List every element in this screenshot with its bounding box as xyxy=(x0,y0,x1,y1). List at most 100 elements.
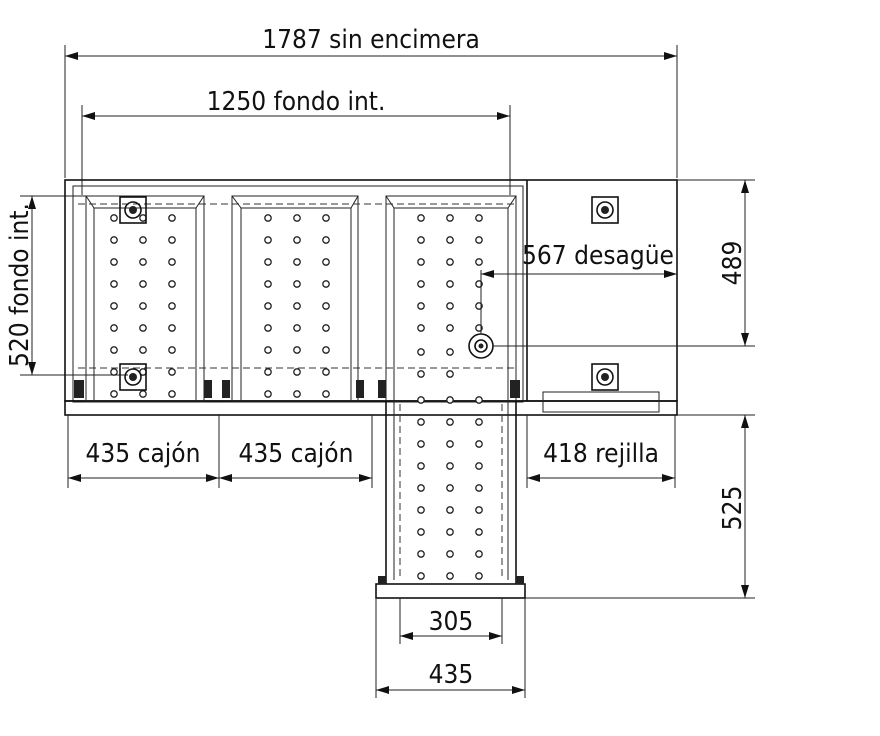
perforation-hole xyxy=(417,370,425,378)
perforation-hole xyxy=(446,370,454,378)
perforation-hole xyxy=(446,440,454,448)
perforation-hole xyxy=(322,302,330,310)
perforation-hole xyxy=(417,348,425,356)
fixture-top-left xyxy=(119,196,147,224)
perforation-hole xyxy=(293,390,301,398)
drawer-1 xyxy=(74,195,212,403)
perforation-hole xyxy=(475,440,483,448)
perforation-hole xyxy=(168,280,176,288)
perforation-hole xyxy=(264,368,272,376)
perforation-hole xyxy=(417,324,425,332)
fixture-bottom-left xyxy=(119,363,147,391)
perforation-hole xyxy=(475,236,483,244)
dimension-drawers: 435 cajón 435 cajón xyxy=(67,415,373,488)
dimension-right-height: 489 xyxy=(493,179,755,347)
perforation-hole xyxy=(322,214,330,222)
perforation-hole xyxy=(322,280,330,288)
perforation-hole xyxy=(475,214,483,222)
perforation-hole xyxy=(446,396,454,404)
perforation-hole xyxy=(322,258,330,266)
label-drain: 567 desagüe xyxy=(522,241,674,271)
dimension-inner-depth-top: 1250 fondo int. xyxy=(81,87,511,195)
perforation-hole xyxy=(322,368,330,376)
dimension-outer-width-ext: 435 xyxy=(375,598,526,698)
perforation-hole xyxy=(293,368,301,376)
perforation-hole xyxy=(168,214,176,222)
perforation-hole xyxy=(417,280,425,288)
perforation-hole xyxy=(293,280,301,288)
perforation-hole xyxy=(139,302,147,310)
dimension-inner-width-ext: 305 xyxy=(399,598,503,644)
dimension-extension-height: 525 xyxy=(525,414,755,599)
perforation-hole xyxy=(475,258,483,266)
perforation-hole xyxy=(475,396,483,404)
perforation-hole xyxy=(417,418,425,426)
main-cabinet xyxy=(64,179,678,416)
dimension-grille: 418 rejilla xyxy=(526,415,676,488)
perforation-hole xyxy=(264,302,272,310)
perforation-hole xyxy=(264,214,272,222)
perforation-hole xyxy=(139,236,147,244)
perforation-hole xyxy=(475,572,483,580)
label-total-width: 1787 sin encimera xyxy=(262,25,480,55)
perforation-hole xyxy=(139,346,147,354)
label-inner-width-ext: 305 xyxy=(429,607,474,637)
label-drawer-1: 435 cajón xyxy=(86,439,201,469)
perforation-hole xyxy=(417,462,425,470)
label-inner-depth-top: 1250 fondo int. xyxy=(207,87,386,117)
perforation-hole xyxy=(293,346,301,354)
extension-body xyxy=(375,401,526,599)
perforation-hole xyxy=(475,506,483,514)
perforation-hole xyxy=(264,236,272,244)
perforation-hole xyxy=(293,236,301,244)
perforation-hole xyxy=(446,484,454,492)
perforation-hole xyxy=(446,418,454,426)
perforation-hole xyxy=(110,324,118,332)
perforation-hole xyxy=(446,528,454,536)
perforation-hole xyxy=(446,462,454,470)
drain-icon xyxy=(468,333,494,359)
perforation-hole xyxy=(475,418,483,426)
perforation-hole xyxy=(446,302,454,310)
perforation-hole xyxy=(446,348,454,356)
perforation-hole xyxy=(110,258,118,266)
perforation-hole xyxy=(139,258,147,266)
perforation-hole xyxy=(446,324,454,332)
perforation-hole xyxy=(139,280,147,288)
perforation-hole xyxy=(168,390,176,398)
perforation-hole xyxy=(168,258,176,266)
perforation-hole xyxy=(417,302,425,310)
label-outer-width-ext: 435 xyxy=(429,660,474,690)
perforation-hole xyxy=(475,484,483,492)
perforation-hole xyxy=(110,302,118,310)
label-inner-depth-left: 520 fondo int. xyxy=(5,203,35,367)
perforation-hole xyxy=(168,236,176,244)
dimension-inner-depth-left: 520 fondo int. xyxy=(5,195,128,376)
perforation-hole xyxy=(168,302,176,310)
perforation-hole xyxy=(417,572,425,580)
perforation-hole xyxy=(264,258,272,266)
label-drawer-2: 435 cajón xyxy=(239,439,354,469)
perforation-hole xyxy=(446,280,454,288)
perforation-hole xyxy=(322,324,330,332)
perforation-hole xyxy=(417,396,425,404)
fixture-top-right xyxy=(591,196,619,224)
perforation-hole xyxy=(446,550,454,558)
perforation-holes xyxy=(110,214,483,580)
fixture-bottom-right xyxy=(591,363,619,391)
perforation-hole xyxy=(446,258,454,266)
label-right-height: 489 xyxy=(718,241,748,286)
perforation-hole xyxy=(293,302,301,310)
perforation-hole xyxy=(475,462,483,470)
perforation-hole xyxy=(417,258,425,266)
perforation-hole xyxy=(264,390,272,398)
perforation-hole xyxy=(139,390,147,398)
perforation-hole xyxy=(139,324,147,332)
perforation-hole xyxy=(417,528,425,536)
perforation-hole xyxy=(322,346,330,354)
perforation-hole xyxy=(417,506,425,514)
perforation-hole xyxy=(264,324,272,332)
perforation-hole xyxy=(475,550,483,558)
perforation-hole xyxy=(168,368,176,376)
perforation-hole xyxy=(293,324,301,332)
